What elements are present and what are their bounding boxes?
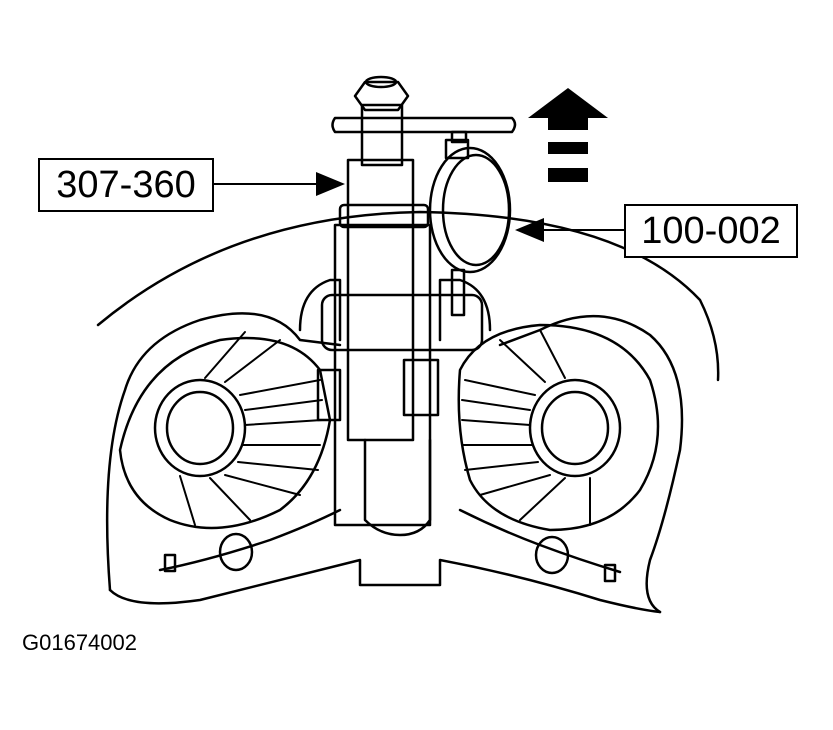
dial-stem-top <box>444 138 470 160</box>
tool-nut <box>353 80 410 112</box>
housing-lower-outline <box>105 312 684 614</box>
tool-t-handle <box>331 116 517 134</box>
strap-right <box>458 508 622 574</box>
tool-nut-top <box>364 75 398 89</box>
carrier-seat <box>320 293 484 352</box>
housing-bottom <box>108 558 662 614</box>
right-bearing-inner <box>540 390 610 466</box>
tool-stem <box>363 438 432 537</box>
figure-id: G01674002 <box>22 630 137 655</box>
bracket-left <box>316 368 342 422</box>
strap-left <box>158 508 342 572</box>
left-lobe <box>118 336 332 530</box>
tool-shaft <box>346 158 415 442</box>
carrier-body <box>298 278 492 342</box>
stud-right <box>603 563 617 583</box>
callout-tool-number-right: 100-002 <box>624 204 798 258</box>
left-bearing-inner <box>165 390 235 466</box>
callout-tool-number-left: 307-360 <box>38 158 214 212</box>
left-bearing-outer <box>153 378 247 478</box>
up-arrow-icon <box>528 88 608 182</box>
left-ribs <box>179 331 323 526</box>
dial-plunger <box>450 268 466 317</box>
right-lobe <box>457 323 660 532</box>
tool-collar <box>338 203 430 229</box>
leader-left-arrowhead <box>316 172 345 196</box>
dial-cap <box>450 130 468 144</box>
tool-sleeve <box>333 223 432 527</box>
housing-outer-arc <box>96 210 720 382</box>
bolt-right <box>534 535 570 575</box>
right-bearing-outer <box>528 378 622 478</box>
stud-left <box>163 553 177 573</box>
bracket-right <box>402 358 440 417</box>
right-ribs <box>461 329 591 526</box>
bolt-left <box>218 532 254 572</box>
dial-face <box>441 153 511 267</box>
tool-neck <box>360 103 404 167</box>
leader-right-arrowhead <box>515 218 544 242</box>
